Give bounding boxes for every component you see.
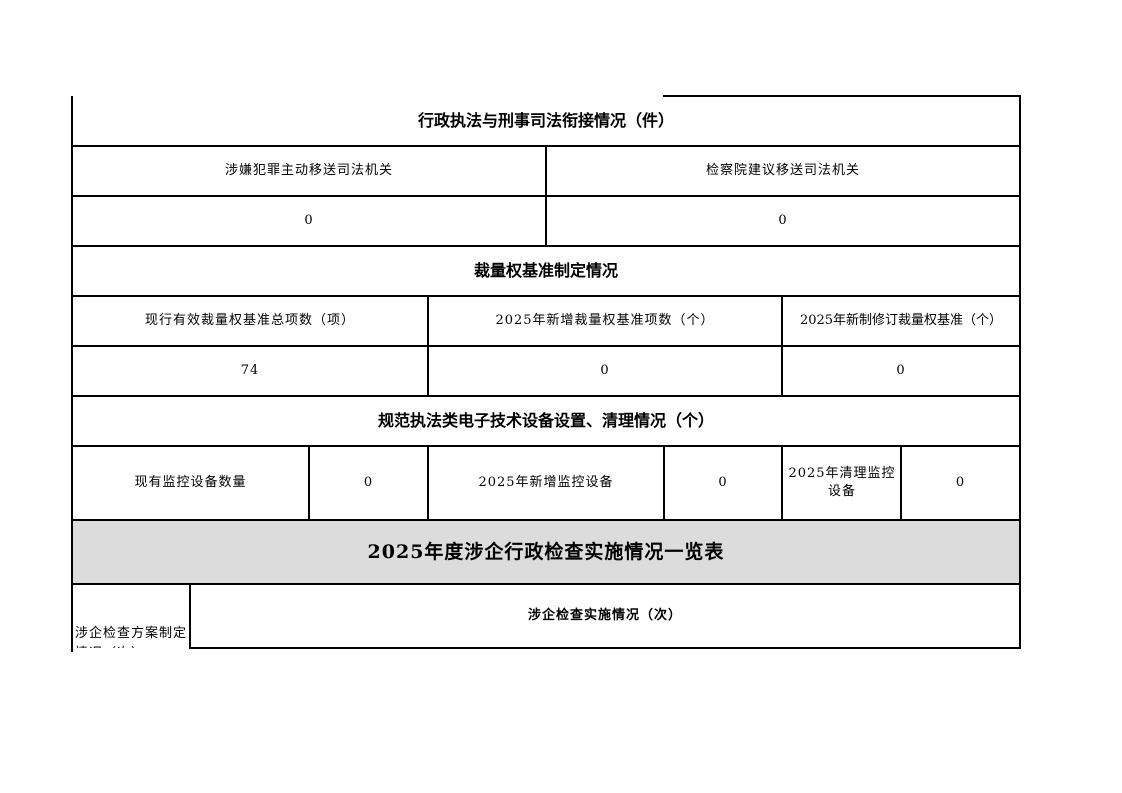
header-plan-formulation: 涉企检查方案制定情况（次） xyxy=(75,626,188,648)
label-cleared-devices: 2025年清理监控设备 xyxy=(788,466,896,499)
header-revised-discretion: 2025年新制修订裁量权基准（个） xyxy=(799,313,1003,328)
section-title-devices: 规范执法类电子技术设备设置、清理情况（个） xyxy=(377,411,714,430)
header-active-transfer: 涉嫌犯罪主动移送司法机关 xyxy=(224,163,393,178)
section-title-background xyxy=(72,520,1020,584)
value-new-devices: 0 xyxy=(718,475,728,490)
value-procuratorate-transfer: 0 xyxy=(778,213,788,228)
value-total-discretion: 74 xyxy=(240,363,260,378)
section-title-discretion: 裁量权基准制定情况 xyxy=(473,261,618,280)
header-procuratorate-transfer: 检察院建议移送司法机关 xyxy=(705,163,860,178)
section-title-inspection: 2025年度涉企行政检查实施情况一览表 xyxy=(367,541,725,563)
header-inspection-implementation: 涉企检查实施情况（次） xyxy=(527,608,682,623)
value-cleared-devices: 0 xyxy=(955,475,966,490)
label-new-devices: 2025年新增监控设备 xyxy=(478,475,614,490)
section-title-law-enforcement: 行政执法与刑事司法衔接情况（件） xyxy=(417,111,674,130)
value-revised-discretion: 0 xyxy=(896,363,906,378)
header-total-discretion: 现行有效裁量权基准总项数（项） xyxy=(144,313,355,328)
value-existing-devices: 0 xyxy=(363,475,374,490)
label-existing-devices: 现有监控设备数量 xyxy=(134,475,247,490)
header-new-discretion: 2025年新增裁量权基准项数（个） xyxy=(495,313,715,328)
value-new-discretion: 0 xyxy=(600,363,610,378)
left-header-clip: 涉企检查方案制定情况（次） xyxy=(73,584,189,648)
value-active-transfer: 0 xyxy=(304,213,314,228)
